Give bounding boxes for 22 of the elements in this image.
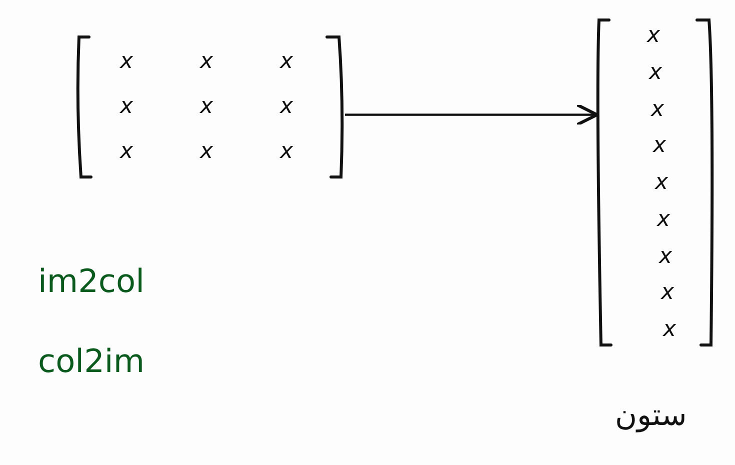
- matrix-entry: x: [200, 95, 214, 119]
- matrix-entry: x: [653, 134, 666, 158]
- matrix-entry: x: [120, 140, 134, 164]
- matrix-entry: x: [200, 50, 214, 74]
- note-text: im2col: [38, 262, 144, 300]
- arrow: [345, 103, 599, 126]
- note-text: col2im: [38, 342, 144, 380]
- matrix-entry: x: [120, 50, 134, 74]
- matrix-entry: x: [649, 60, 662, 85]
- matrix-entry: x: [657, 208, 670, 232]
- matrix-entry: x: [655, 171, 668, 195]
- matrix-entry: x: [200, 140, 214, 164]
- matrix-entry: x: [280, 50, 294, 74]
- matrix-entry: x: [120, 95, 134, 119]
- matrix-entry: x: [659, 244, 672, 268]
- matrix-entry: x: [280, 95, 294, 119]
- matrix-entry: x: [651, 98, 664, 122]
- matrix-entry: x: [647, 24, 660, 48]
- caption-text: ستون: [615, 398, 687, 434]
- matrix-entry: x: [661, 281, 674, 306]
- matrix-entry: x: [280, 140, 294, 164]
- matrix-entry: x: [663, 318, 676, 342]
